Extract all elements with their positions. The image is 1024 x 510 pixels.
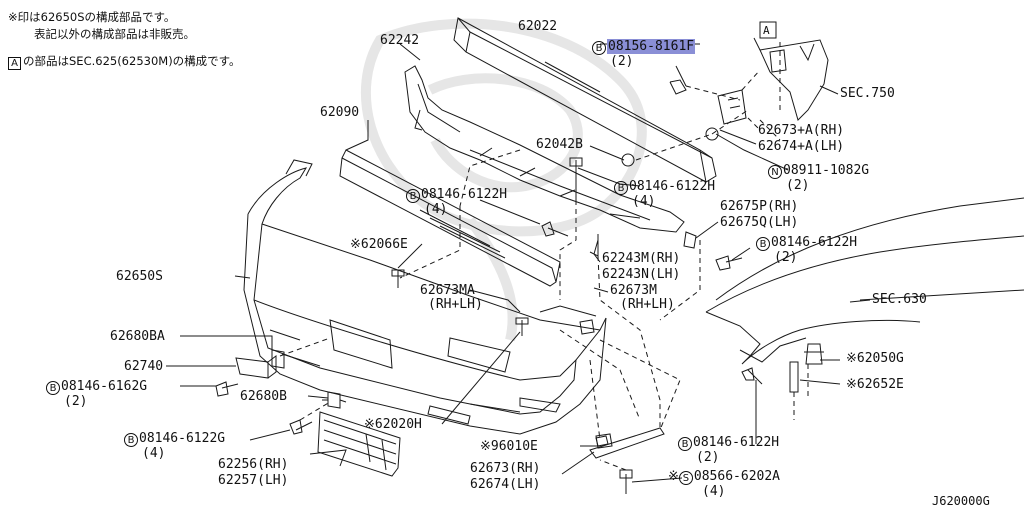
callout-62674a[interactable]: 62674+A(LH) — [758, 139, 845, 154]
s-circle-mark: S — [678, 471, 693, 485]
fastener-part-number: 08146-6122G — [139, 431, 226, 446]
license-plate-area — [329, 319, 393, 369]
diagram-code: J620000G — [932, 494, 990, 508]
fastener-part-number: 08146-6122H — [693, 435, 780, 450]
callout-box-a: A — [763, 24, 770, 37]
callout-62243n[interactable]: 62243N(LH) — [602, 267, 681, 282]
note-line-2: 表記以外の構成部品は非販売。 — [34, 27, 195, 41]
callout-62680ba[interactable]: 62680BA — [110, 329, 165, 344]
b-circle-mark: B — [406, 189, 420, 203]
callout-sec630[interactable]: SEC.630 — [872, 292, 927, 307]
b-circle-mark: B — [756, 237, 770, 251]
callout-62650s[interactable]: 62650S — [116, 269, 163, 284]
part-62673-side-bracket[interactable] — [589, 427, 665, 459]
assembly-guide-lines — [279, 40, 809, 471]
callout-62020h[interactable]: ※62020H — [364, 417, 422, 432]
leader-lines — [166, 37, 871, 483]
fastener-part-number: 08566-6202A — [693, 469, 780, 484]
fastener-quantity: (2) — [696, 450, 720, 465]
callout-62257[interactable]: 62257(LH) — [218, 473, 289, 488]
part-62022-upper-bar[interactable] — [453, 17, 717, 183]
callout-62673ma[interactable]: 62673MA — [420, 283, 475, 298]
fastener-quantity: (2) — [610, 54, 634, 69]
callout-62675p[interactable]: 62675P(RH) — [720, 199, 799, 214]
callout-62673a[interactable]: 62673+A(RH) — [758, 123, 845, 138]
fastener-part-number: 08146-6122H — [629, 179, 716, 194]
callout-62673m-sub: (RH+LH) — [620, 297, 675, 312]
fastener-part-number: 08156-8161F — [607, 39, 696, 54]
callout-62243m[interactable]: 62243M(RH) — [602, 251, 681, 266]
fastener-part-number: 08146-6122H — [421, 187, 508, 202]
callout-62673m[interactable]: 62673M — [610, 283, 657, 298]
callout-62674lh[interactable]: 62674(LH) — [470, 477, 541, 492]
box-a-frame — [759, 21, 777, 39]
part-62650s-bumper-fascia[interactable] — [243, 159, 607, 435]
b-circle-mark: B — [614, 181, 628, 195]
note-line-1: ※印は62650Sの構成部品です。 — [8, 10, 176, 24]
callout-62673rh[interactable]: 62673(RH) — [470, 461, 541, 476]
note-box-a: A — [8, 57, 21, 70]
callout-sec750[interactable]: SEC.750 — [840, 86, 895, 101]
callout-62740[interactable]: 62740 — [124, 359, 164, 374]
fastener-quantity: (2) — [786, 178, 810, 193]
callout-62675q[interactable]: 62675Q(LH) — [720, 215, 799, 230]
sec750-frame — [759, 39, 829, 121]
callout-62090[interactable]: 62090 — [320, 105, 360, 120]
n-circle-mark: N — [768, 165, 782, 179]
callout-62242[interactable]: 62242 — [380, 33, 420, 48]
fastener-quantity: (2) — [774, 250, 798, 265]
fastener-quantity: (4) — [142, 446, 166, 461]
fastener-part-number: 08146-6122H — [771, 235, 858, 250]
part-62740-bracket[interactable] — [235, 349, 285, 379]
fastener-bolts — [215, 65, 824, 494]
note-line-3-text: の部品はSEC.625(62530M)の構成です。 — [23, 54, 241, 68]
callout-62042b[interactable]: 62042B — [536, 137, 583, 152]
callout-62652e[interactable]: ※62652E — [846, 377, 904, 392]
callout-62022[interactable]: 62022 — [518, 19, 558, 34]
callout-62256[interactable]: 62256(RH) — [218, 457, 289, 472]
fastener-quantity: (4) — [702, 484, 726, 499]
fastener-quantity: (4) — [424, 202, 448, 217]
part-62242-bracket[interactable] — [404, 65, 685, 233]
b-circle-mark: B — [46, 381, 60, 395]
fastener-part-number: 08146-6162G — [61, 379, 148, 394]
callout-96010e[interactable]: ※96010E — [480, 439, 538, 454]
b-circle-mark: B — [592, 41, 606, 55]
callout-62680b[interactable]: 62680B — [240, 389, 287, 404]
fastener-quantity: (2) — [64, 394, 88, 409]
callout-62673ma-sub: (RH+LH) — [428, 297, 483, 312]
star-mark: ※ — [668, 469, 679, 484]
fastener-quantity: (4) — [632, 194, 656, 209]
part-62680b-clip[interactable] — [322, 391, 347, 409]
b-circle-mark: B — [124, 433, 138, 447]
b-circle-mark: B — [678, 437, 692, 451]
callout-62066e[interactable]: ※62066E — [350, 237, 408, 252]
sec630-fender — [705, 197, 1024, 365]
part-62256-lower-grille[interactable] — [317, 411, 401, 477]
callout-62050g[interactable]: ※62050G — [846, 351, 904, 366]
fastener-part-number: 08911-1082G — [783, 163, 870, 178]
